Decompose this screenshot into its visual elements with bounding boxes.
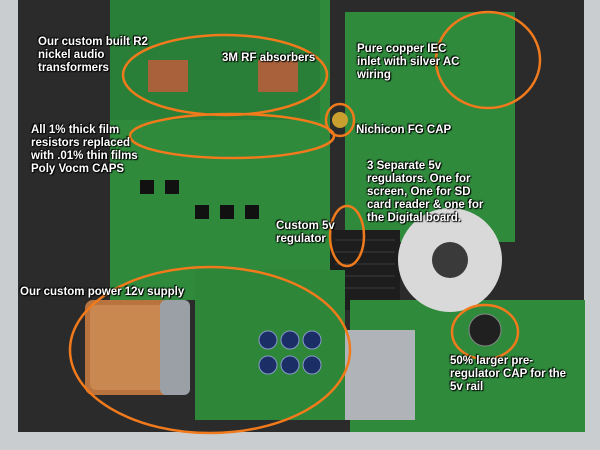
- nichicon-capacitor: [332, 112, 348, 128]
- label-custom-regulator: Custom 5v regulator: [276, 220, 335, 245]
- label-regulators: 3 Separate 5v regulators. One for screen…: [367, 160, 484, 224]
- ribbon-cable: [345, 330, 415, 420]
- audio-transformer-left: [148, 60, 188, 92]
- label-audio-transformers: Our custom built R2 nickel audio transfo…: [38, 36, 148, 74]
- label-nichicon-cap: Nichicon FG CAP: [356, 124, 452, 136]
- pre-regulator-capacitor: [468, 313, 502, 347]
- highlight-power-supply: [68, 265, 352, 435]
- label-power-supply: Our custom power 12v supply: [20, 286, 185, 298]
- highlight-nichicon: [324, 102, 356, 138]
- label-rf-absorbers: 3M RF absorbers: [222, 52, 316, 64]
- label-iec-inlet: Pure copper IEC inlet with silver AC wir…: [357, 43, 460, 81]
- label-resistors: All 1% thick film resistors replaced wit…: [31, 124, 138, 175]
- highlight-pre-regulator: [450, 303, 520, 361]
- highlight-resistors: [128, 112, 336, 160]
- highlight-custom-regulator: [328, 204, 366, 268]
- label-pre-regulator-cap: 50% larger pre-regulator CAP for the 5v …: [450, 355, 567, 393]
- power-board: [345, 12, 515, 242]
- highlight-iec-inlet: [434, 10, 542, 110]
- transformer-cap: [160, 300, 190, 395]
- audio-transformer-right: [258, 60, 298, 92]
